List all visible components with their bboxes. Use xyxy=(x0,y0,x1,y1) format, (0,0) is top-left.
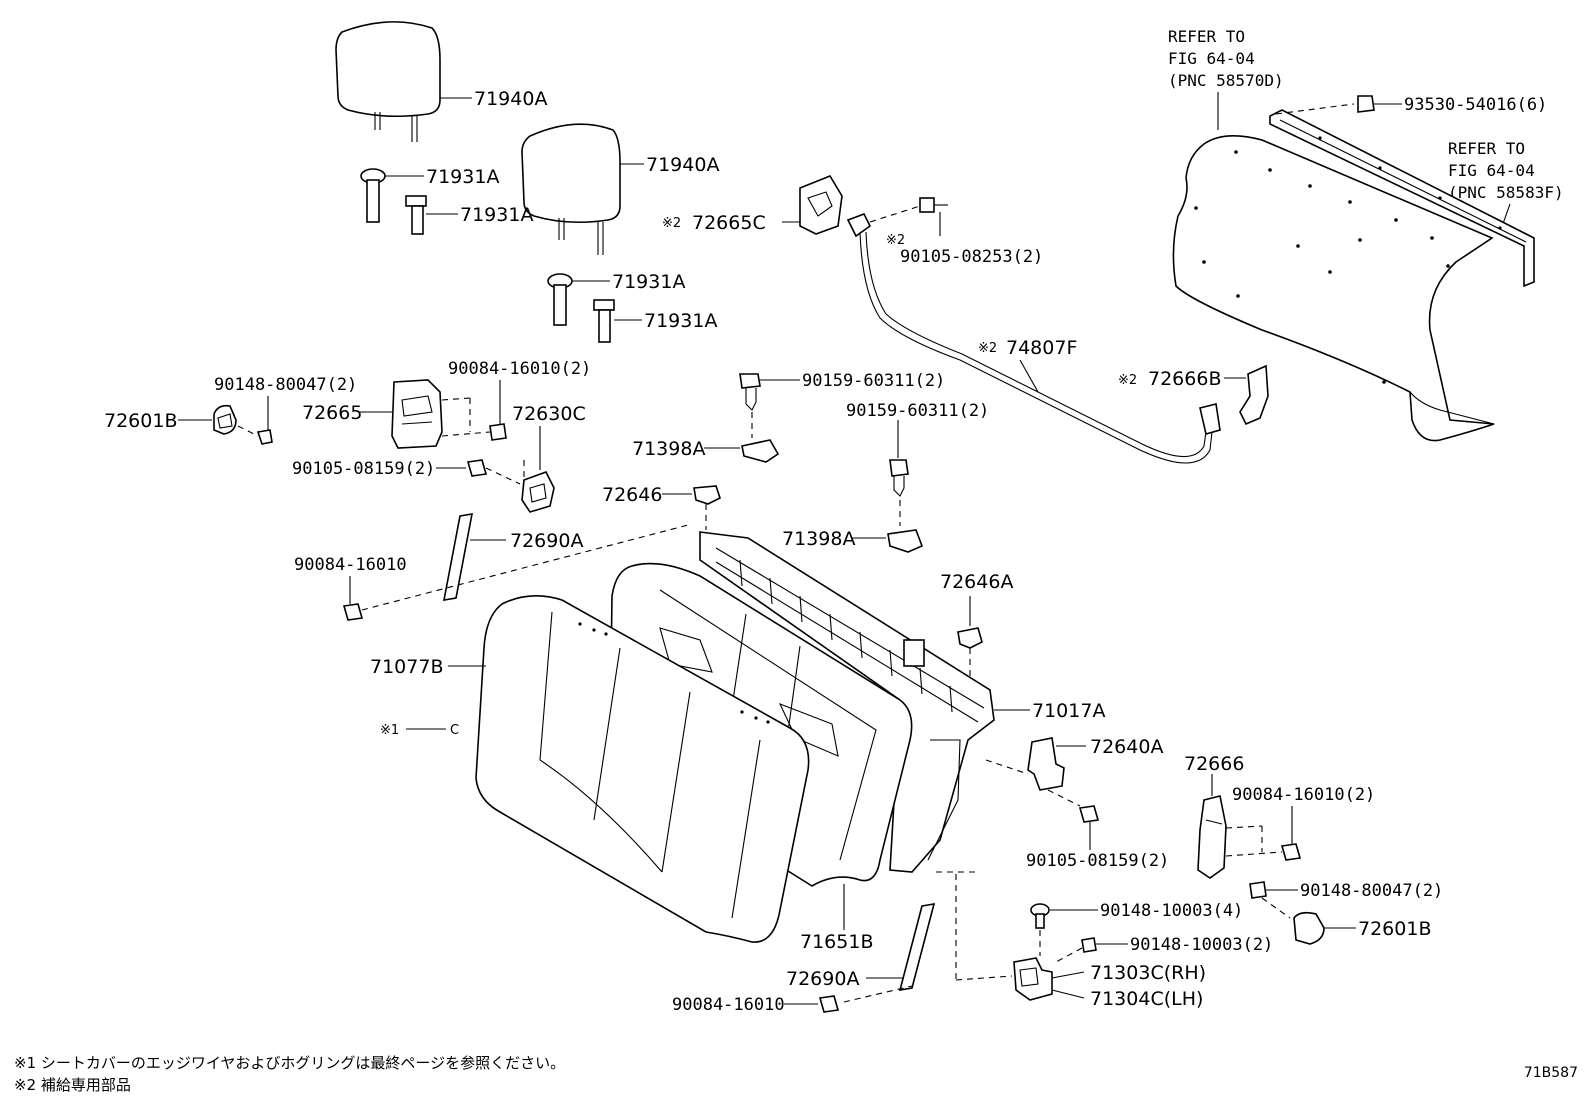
label-screw-90148-80047-a: 90148-80047(2) xyxy=(214,375,357,395)
label-bolt-90105-08159-a: 90105-08159(2) xyxy=(292,459,435,479)
label-screw-90148-10003-4: 90148-10003(4) xyxy=(1100,901,1243,921)
label-hinge-71303c: 71303C(RH) xyxy=(1090,962,1206,984)
mark-2-72665c: ※2 xyxy=(662,216,681,231)
label-guide-1: 71931A xyxy=(426,166,499,188)
guide-2: 71931A xyxy=(405,195,533,235)
label-screw-90148-10003-2: 90148-10003(2) xyxy=(1130,935,1273,955)
refer-right-line-3: (PNC 58583F) xyxy=(1448,183,1564,202)
screw-90148-10003-4: 90148-10003(4) xyxy=(1030,901,1243,956)
label-bolt-90084-16010-2b: 90084-16010(2) xyxy=(1232,785,1375,805)
headrest-1: 71940A xyxy=(335,21,547,142)
label-plug-72646a: 72646A xyxy=(940,571,1013,593)
bolt-90084-16010-2a: 90084-16010(2) xyxy=(441,359,591,441)
bracket-71398a-a: 71398A xyxy=(632,438,780,463)
label-strap-72690a-a: 72690A xyxy=(510,530,583,552)
footnote-1: ※1 シートカバーのエッジワイヤおよびホグリングは最終ページを参照ください。 xyxy=(14,1054,566,1072)
strap-72690a-a: 72690A xyxy=(361,513,693,611)
label-screw-90148-80047-b: 90148-80047(2) xyxy=(1300,881,1443,901)
guide-1: 71931A xyxy=(360,166,499,223)
lock-72630c: 72630C xyxy=(512,403,586,513)
knob-72601b-a: 72601B xyxy=(104,404,237,435)
label-cover-72665: 72665 xyxy=(302,402,362,424)
refer-right: REFER TO FIG 64-04 (PNC 58583F) xyxy=(1448,139,1564,233)
label-bolt-90159-a: 90159-60311(2) xyxy=(802,371,945,391)
screw-90148-10003-2: 90148-10003(2) xyxy=(1055,935,1273,963)
guide-3: 71931A xyxy=(547,271,685,326)
label-cover-72666b: 72666B xyxy=(1148,368,1221,390)
strap-72690a-b: 72690A xyxy=(786,903,936,1003)
label-bolt-90159-b: 90159-60311(2) xyxy=(846,401,989,421)
mark-1: ※1 xyxy=(380,723,399,738)
label-hinge-71304c: 71304C(LH) xyxy=(1090,988,1203,1010)
label-bolt-90105-08159-b: 90105-08159(2) xyxy=(1026,851,1169,871)
cover-71077b: 71077B ※1 C xyxy=(370,595,810,943)
label-guide-4: 71931A xyxy=(644,310,717,332)
label-cover-71077b: 71077B xyxy=(370,656,443,678)
label-frame-71017a: 71017A xyxy=(1032,700,1105,722)
label-guide-2: 71931A xyxy=(460,204,533,226)
footnote-2: ※2 補給専用部品 xyxy=(14,1076,131,1094)
bolt-90105-08159-a: 90105-08159(2) xyxy=(292,459,521,485)
bolt-90159-b: 90159-60311(2) xyxy=(846,401,989,526)
plug-72646: 72646 xyxy=(602,484,721,530)
bracket-72640a: 72640A xyxy=(985,736,1163,791)
refer-right-line-2: FIG 64-04 xyxy=(1448,161,1535,180)
label-strap-72690a-b: 72690A xyxy=(786,968,859,990)
mark-2-74807f: ※2 xyxy=(978,341,997,356)
bracket-71398a-b: 71398A xyxy=(782,528,924,553)
label-headrest-1: 71940A xyxy=(474,88,547,110)
cable-74807f: ※2 74807F xyxy=(859,231,1221,464)
mark-1-code: C xyxy=(450,723,459,738)
refer-left: REFER TO FIG 64-04 (PNC 58570D) xyxy=(1168,27,1284,130)
cover-72666b: ※2 72666B xyxy=(1118,364,1269,426)
screw-90148-80047-b: 90148-80047(2) xyxy=(1249,881,1443,919)
cover-72666: 72666 xyxy=(1184,753,1244,879)
label-bolt-90084-16010-b: 90084-16010 xyxy=(672,995,785,1015)
guide-4: 71931A xyxy=(593,299,717,343)
hinge-71303c: 71303C(RH) 71304C(LH) xyxy=(936,871,1206,1010)
label-plug-72646: 72646 xyxy=(602,484,662,506)
knob-72601b-b: 72601B xyxy=(1293,911,1431,945)
label-guide-3: 71931A xyxy=(612,271,685,293)
bolt-90105-08253: ※2 90105-08253(2) xyxy=(846,197,1043,267)
screw-93530: 93530-54016(6) xyxy=(1275,95,1547,115)
mark-2-90105-08253: ※2 xyxy=(886,233,905,248)
bolt-90084-16010-2b: 90084-16010(2) xyxy=(1225,785,1375,861)
mark-2-72666b: ※2 xyxy=(1118,373,1137,388)
bolt-90084-16010-b: 90084-16010 xyxy=(672,995,840,1015)
label-bolt-90105-08253: 90105-08253(2) xyxy=(900,247,1043,267)
screw-90148-80047-a: 90148-80047(2) xyxy=(214,375,357,445)
cover-72665: 72665 xyxy=(302,379,443,449)
label-bracket-71398a-b: 71398A xyxy=(782,528,855,550)
label-screw-93530: 93530-54016(6) xyxy=(1404,95,1547,115)
label-headrest-2: 71940A xyxy=(646,154,719,176)
label-bolt-90084-16010-2a: 90084-16010(2) xyxy=(448,359,591,379)
label-knob-72601b-a: 72601B xyxy=(104,410,177,432)
frame-71017a: 71017A xyxy=(699,531,1105,873)
seatback-board xyxy=(1172,135,1495,442)
label-knob-72601b-b: 72601B xyxy=(1358,918,1431,940)
refer-left-line-3: (PNC 58570D) xyxy=(1168,71,1284,90)
figure-code: 71B587 xyxy=(1523,1065,1578,1081)
label-bracket-71398a-a: 71398A xyxy=(632,438,705,460)
bolt-90084-16010-a: 90084-16010 xyxy=(294,555,407,621)
plug-72646a: 72646A xyxy=(940,571,1013,680)
label-pad-71651b: 71651B xyxy=(800,931,873,953)
bolt-90105-08159-b: 90105-08159(2) xyxy=(1026,789,1169,871)
refer-left-line-2: FIG 64-04 xyxy=(1168,49,1255,68)
headrest-2: 71940A xyxy=(521,123,719,255)
label-cable-74807f: 74807F xyxy=(1006,337,1077,359)
refer-right-line-1: REFER TO xyxy=(1448,139,1525,158)
refer-left-line-1: REFER TO xyxy=(1168,27,1245,46)
bolt-90159-a: 90159-60311(2) xyxy=(739,371,945,438)
label-bolt-90084-16010-a: 90084-16010 xyxy=(294,555,407,575)
cover-72665c: ※2 72665C xyxy=(662,175,843,235)
label-bracket-72640a: 72640A xyxy=(1090,736,1163,758)
label-cover-72665c: 72665C xyxy=(692,212,766,234)
trim-rail xyxy=(1269,109,1535,288)
label-lock-72630c: 72630C xyxy=(512,403,586,425)
label-cover-72666: 72666 xyxy=(1184,753,1244,775)
